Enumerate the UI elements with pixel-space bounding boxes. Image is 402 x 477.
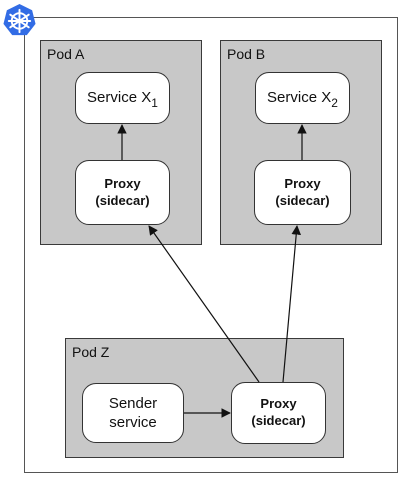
proxy-sidecar-a: Proxy (sidecar) <box>75 160 170 225</box>
proxy-sidecar-z: Proxy (sidecar) <box>231 382 326 444</box>
kubernetes-logo-icon <box>3 3 36 36</box>
sender-service-box: Sender service <box>82 383 184 443</box>
proxy-sidecar-b: Proxy (sidecar) <box>254 160 351 225</box>
sidecar-label: (sidecar) <box>95 192 150 208</box>
service-x1-label: Service X1 <box>87 89 158 111</box>
pod-b-label: Pod B <box>227 46 266 62</box>
sidecar-label: (sidecar) <box>275 192 330 208</box>
pod-b: Pod B <box>220 40 382 245</box>
service-x2-box: Service X2 <box>255 72 350 124</box>
proxy-label: Proxy <box>260 396 297 412</box>
proxy-label: Proxy <box>104 175 141 191</box>
service-x1-box: Service X1 <box>75 72 170 124</box>
sender-label-line1: Sender <box>108 394 158 412</box>
sidecar-label: (sidecar) <box>251 413 306 428</box>
pod-a-label: Pod A <box>47 46 85 62</box>
service-x2-label: Service X2 <box>267 89 338 111</box>
sender-label-line2: service <box>109 414 157 431</box>
pod-z-label: Pod Z <box>72 344 110 360</box>
proxy-label: Proxy <box>284 175 321 191</box>
